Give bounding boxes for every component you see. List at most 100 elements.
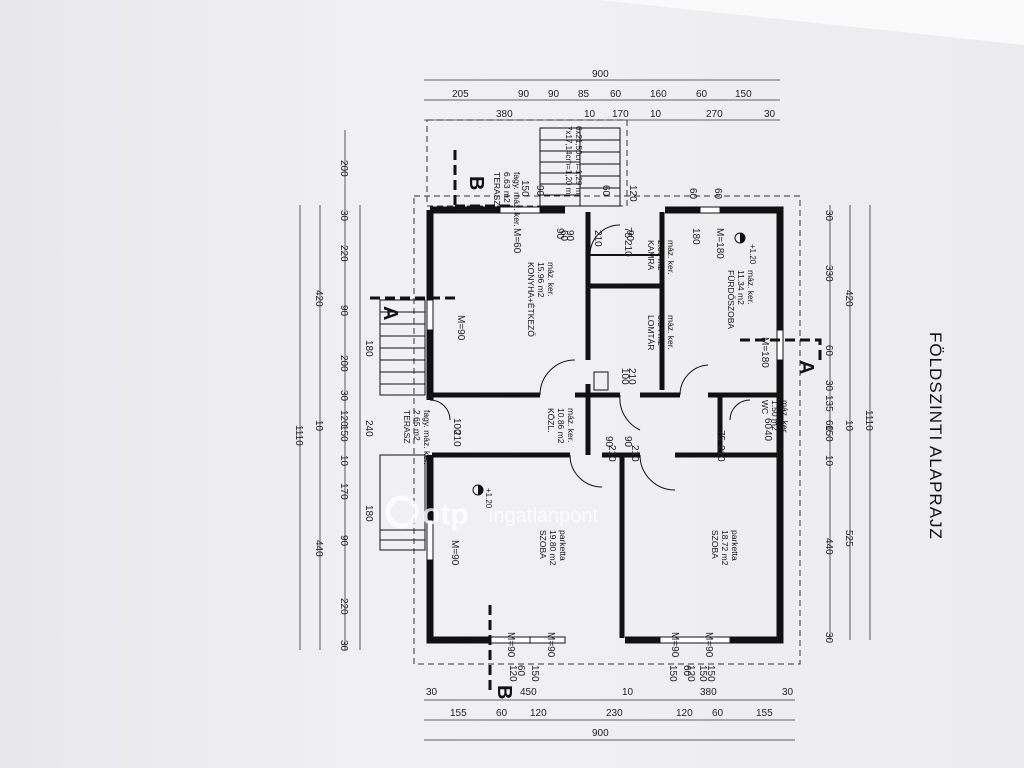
dim-opening: 120 [685,665,696,682]
svg-text:FÜRDŐSZOBA: FÜRDŐSZOBA [726,270,736,329]
dim-opening: 90 [534,185,545,197]
dim-top-row2: 10 [650,109,662,120]
cut-b-bottom: B [493,685,515,699]
dim-opening: 100 [451,418,462,435]
chimney [593,371,609,391]
dim-opening: 75 [622,227,633,239]
svg-text:2.89 m2: 2.89 m2 [656,240,666,271]
stairs-top [539,127,621,207]
dim-opening: 120 [507,665,518,682]
dim-opening: M=90 [455,315,466,341]
svg-text:19.80 m2: 19.80 m2 [548,530,558,566]
svg-text:máz. ker.: máz. ker. [666,315,676,349]
dim-opening: 90 [554,228,565,240]
dim-top-row1: 160 [650,89,667,100]
dim-right-detail: 10 [823,455,834,467]
svg-text:6x21,50cm=1,29 m: 6x21,50cm=1,29 m [574,126,583,195]
dim-opening: 90 [624,230,635,242]
dim-opening: 150 [667,665,678,682]
dim-opening: M=90 [703,632,714,658]
dim-bottom-row2: 155 [450,708,467,719]
interior-thin-walls [590,254,721,455]
room-terasz-top: TERASZ 6.63 m2 fagy. máz. ker. [492,172,522,227]
dim-opening: 60 [687,188,698,200]
svg-text:SZOBA: SZOBA [710,530,720,559]
dim-right-detail: 135 [823,395,834,412]
room-terasz-left: TERASZ 2.65 m2 fagy. máz. ker. [402,410,432,465]
dim-left-detail: 220 [338,245,349,262]
door-swings [429,224,751,491]
dim-top-row1: 150 [735,89,752,100]
dim-bottom-row2: 120 [676,708,693,719]
dim-right-detail: 30 [823,632,834,644]
dim-left-mid: 420 [313,290,324,307]
dim-opening: 100 [619,368,630,385]
level-symbols [472,232,746,496]
level-bath: +1.20 [748,244,757,265]
svg-text:máz. ker.: máz. ker. [546,262,556,296]
dim-opening: 150 [705,665,716,682]
svg-text:2.65 m2: 2.65 m2 [412,410,422,441]
dim-opening: 210 [451,430,462,447]
svg-text:Ingatlanpont: Ingatlanpont [488,505,599,527]
dim-opening: 60 [712,188,723,200]
dim-opening: 210 [592,230,603,247]
dim-opening: M=90 [545,632,556,658]
dim-right-detail: 150 [823,425,834,442]
svg-text:WC: WC [760,400,770,414]
dim-top-row1: 90 [518,89,530,100]
dim-top-row1: 90 [548,89,560,100]
svg-text:máz. ker.: máz. ker. [666,240,676,274]
room-lomtar: LOMTÁR 3.84 m2 máz. ker. [646,315,676,350]
svg-text:1.50 m2: 1.50 m2 [770,400,780,431]
svg-text:KAMRA: KAMRA [646,240,656,271]
dim-top-row2: 270 [706,109,723,120]
dim-opening: M=180 [714,228,725,259]
dim-opening: 210 [626,368,637,385]
dim-left-small: 180 [363,340,374,357]
svg-text:máz. ker.: máz. ker. [780,400,790,434]
dim-left-detail: 90 [338,305,349,317]
dim-left-mid: 440 [313,540,324,557]
svg-text:máz. ker.: máz. ker. [746,270,756,304]
dim-opening: M=90 [449,540,460,566]
dim-opening: 210 [715,445,726,462]
svg-text:10.86 m2: 10.86 m2 [556,408,566,444]
svg-text:parketta: parketta [730,530,740,561]
dim-right-mid: 525 [843,530,854,547]
dim-left-detail: 30 [338,640,349,652]
dim-bottom-row1: 30 [426,687,438,698]
dim-left-detail: 90 [338,535,349,547]
dim-left-detail: 120 [338,410,349,427]
dim-top-row2: 10 [584,109,596,120]
dim-right-detail: 30 [823,210,834,222]
dim-left-detail: 220 [338,598,349,615]
dim-left-detail: 30 [338,390,349,402]
dim-opening: 90 [603,436,614,448]
dim-top-row1: 205 [452,89,469,100]
dim-bottom-row1: 30 [782,687,794,698]
dim-left-small: 180 [363,505,374,522]
cut-a-left: A [379,306,401,320]
dim-opening: 120 [627,185,638,202]
dim-left-detail: 10 [338,455,349,467]
room-wc: WC 1.50 m2 máz. ker. [760,400,790,434]
dim-bottom-row2: 155 [756,708,773,719]
section-lines [370,150,822,690]
dim-opening: M=180 [759,337,770,368]
dim-opening: M=90 [669,632,680,658]
dim-left-mid: 10 [313,420,324,432]
svg-text:15.96 m2: 15.96 m2 [536,262,546,298]
room-kozl: KÖZL. 10.86 m2 máz. ker. [546,408,576,444]
dim-left-small: 240 [363,420,374,437]
dim-top-row2: 380 [496,109,513,120]
dim-opening: 150 [529,665,540,682]
dim-right-detail: 30 [823,380,834,392]
svg-text:otp: otp [422,498,469,531]
dim-top-row1: 60 [696,89,708,100]
outer-boundary [413,195,801,665]
svg-text:SZOBA: SZOBA [538,530,548,559]
svg-text:KONYHA+ÉTKEZŐ: KONYHA+ÉTKEZŐ [526,262,536,337]
dim-top-total: 900 [592,69,609,80]
